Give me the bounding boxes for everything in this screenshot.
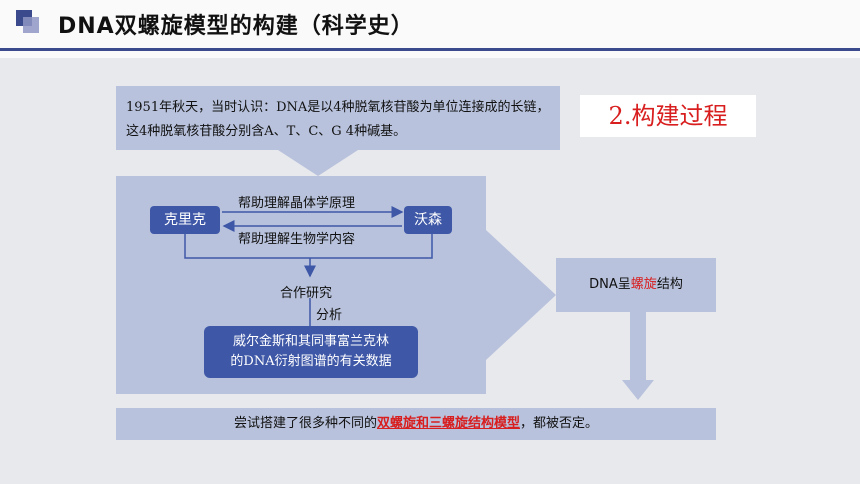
result-text: DNA呈螺旋结构 xyxy=(556,258,716,312)
intro-box: 1951年秋天，当时认识：DNA是以4种脱氧核苷酸为单位连接成的长链，这4种脱氧… xyxy=(116,86,560,150)
result-prefix: DNA呈 xyxy=(589,277,631,292)
node-crick: 克里克 xyxy=(150,206,220,234)
analyze-label: 分析 xyxy=(316,308,343,323)
intro-text: 1951年秋天，当时认识：DNA是以4种脱氧核苷酸为单位连接成的长链，这4种脱氧… xyxy=(126,100,550,139)
right-arrow-icon xyxy=(486,230,556,360)
edge-label-top: 帮助理解晶体学原理 xyxy=(238,196,356,211)
bottom-box: 尝试搭建了很多种不同的双螺旋和三螺旋结构模型，都被否定。 xyxy=(116,408,716,440)
header-bar: DNA双螺旋模型的构建（科学史） xyxy=(0,0,860,58)
bottom-text: 尝试搭建了很多种不同的双螺旋和三螺旋结构模型，都被否定。 xyxy=(116,408,716,440)
down-arrow-icon xyxy=(278,150,358,176)
result-highlight: 螺旋 xyxy=(630,277,657,292)
down-arrow-2-icon xyxy=(622,380,654,400)
header-divider xyxy=(0,48,860,51)
result-suffix: 结构 xyxy=(656,277,683,292)
bottom-suffix: ，都被否定。 xyxy=(520,416,599,431)
edge-label-bottom: 帮助理解生物学内容 xyxy=(238,232,356,247)
page-title: DNA双螺旋模型的构建（科学史） xyxy=(58,14,414,39)
down-arrow-2-stem xyxy=(630,312,646,380)
bracket-line xyxy=(184,234,433,259)
data-line-2: 的DNA衍射图谱的有关数据 xyxy=(230,354,392,369)
section-tag: 2.构建过程 xyxy=(580,95,756,137)
logo-square-overlay-icon xyxy=(23,17,39,33)
node-watson: 沃森 xyxy=(404,206,452,234)
cooperate-label: 合作研究 xyxy=(280,286,333,301)
bottom-prefix: 尝试搭建了很多种不同的 xyxy=(233,416,377,431)
data-line-1: 威尔金斯和其同事富兰克林 xyxy=(232,334,389,349)
bottom-highlight: 双螺旋和三螺旋结构模型 xyxy=(376,416,520,431)
data-box: 威尔金斯和其同事富兰克林 的DNA衍射图谱的有关数据 xyxy=(204,326,418,378)
result-box: DNA呈螺旋结构 xyxy=(556,258,716,312)
